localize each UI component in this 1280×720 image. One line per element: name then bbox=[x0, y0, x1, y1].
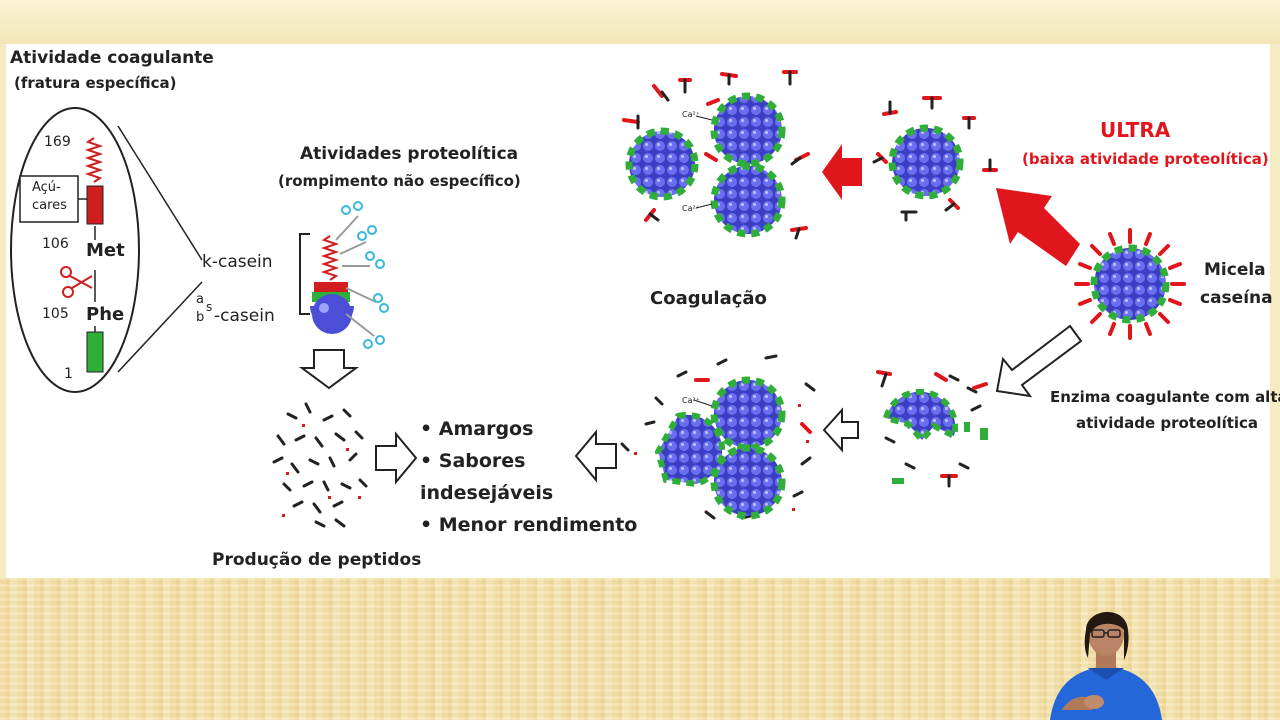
scissors-icon bbox=[60, 266, 93, 298]
k-casein-label: k-casein bbox=[202, 252, 273, 272]
enzima-label-2: atividade proteolítica bbox=[1076, 414, 1259, 432]
casein-molecule-illustration bbox=[299, 201, 389, 349]
enzima-label-1: Enzima coagulante com alta bbox=[1050, 388, 1280, 406]
a-casein-symbol: a bbox=[196, 292, 204, 307]
arrow-left-icon bbox=[822, 407, 859, 453]
ca-label-top: Ca²⁺ bbox=[682, 110, 700, 119]
arrow-down-icon bbox=[298, 349, 360, 390]
met-label: Met bbox=[86, 240, 125, 261]
acucares-label-1: Açú- bbox=[32, 180, 61, 195]
ultra-label: ULTRA bbox=[1100, 118, 1171, 142]
bullet-indesejaveis: indesejáveis bbox=[420, 482, 554, 504]
bullet-sabores: • Sabores bbox=[420, 450, 526, 472]
subtitle-rompimento: (rompimento não específico) bbox=[278, 172, 521, 190]
slide-canvas: Atividade coagulante (fratura específica… bbox=[6, 44, 1280, 578]
ca-label-middle: Ca²⁺ bbox=[682, 204, 700, 213]
micelle-casein bbox=[1074, 228, 1186, 340]
ca-bridge-line bbox=[695, 203, 713, 209]
acucares-label-2: cares bbox=[32, 198, 67, 213]
title-atividade-coagulante: Atividade coagulante bbox=[10, 48, 214, 68]
micelle-single-top bbox=[888, 124, 964, 200]
diagram-graphics bbox=[10, 70, 1186, 528]
slide-top-background bbox=[0, 0, 1280, 44]
arrow-right-icon bbox=[375, 431, 418, 485]
bullet-menor-rendimento: • Menor rendimento bbox=[420, 514, 638, 536]
coagulacao-label: Coagulação bbox=[650, 288, 767, 309]
micelle-degraded bbox=[882, 388, 959, 445]
k-casein-detail-ellipse bbox=[10, 107, 203, 393]
arrow-down-left-icon bbox=[995, 324, 1083, 398]
residue-106: 106 bbox=[42, 236, 69, 252]
slide-bottom-background bbox=[0, 578, 1280, 720]
micelle-cluster-top bbox=[625, 92, 786, 238]
micela-label-2: caseína bbox=[1200, 288, 1273, 308]
peptide-fragments bbox=[272, 354, 982, 528]
subtitle-fratura-especifica: (fratura específica) bbox=[14, 74, 177, 92]
residue-169: 169 bbox=[44, 134, 71, 150]
micelle-cluster-bottom bbox=[654, 376, 786, 520]
title-atividades-proteolitica: Atividades proteolítica bbox=[300, 144, 519, 164]
ca-bridge-line bbox=[695, 115, 713, 121]
s-casein-subscript: s bbox=[206, 300, 213, 314]
presenter-video-figure bbox=[1050, 611, 1162, 720]
ca-label-bottom: Ca²⁺ bbox=[682, 396, 700, 405]
bullet-amargos: • Amargos bbox=[420, 418, 534, 440]
kappa-casein-fragments bbox=[622, 70, 998, 488]
residue-105: 105 bbox=[42, 306, 69, 322]
residue-1: 1 bbox=[64, 366, 73, 382]
ultra-subtitle: (baixa atividade proteolítica) bbox=[1022, 150, 1269, 168]
red-arrow-up-left-icon bbox=[996, 188, 1080, 266]
producao-peptidos-label: Produção de peptidos bbox=[212, 550, 422, 570]
b-casein-symbol: b bbox=[196, 310, 205, 325]
micela-label-1: Micela bbox=[1204, 260, 1266, 280]
red-arrow-left-icon bbox=[822, 144, 862, 200]
arrow-left-icon bbox=[574, 429, 617, 483]
casein-label: -casein bbox=[214, 306, 275, 326]
ca-bridge-line bbox=[693, 399, 713, 407]
phe-label: Phe bbox=[86, 304, 125, 325]
